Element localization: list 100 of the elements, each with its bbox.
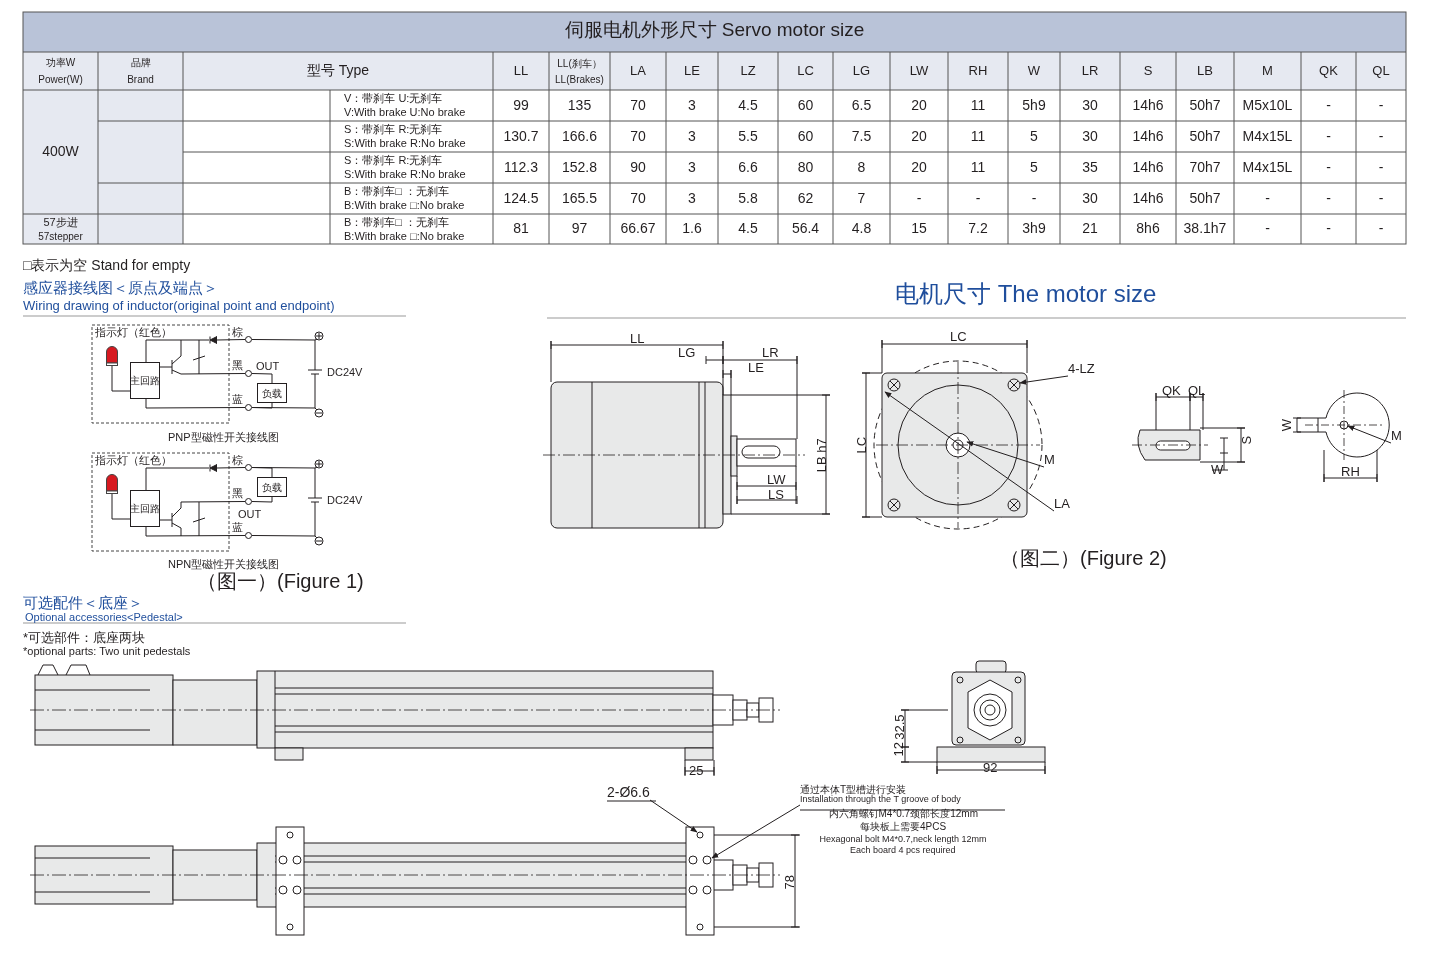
section-heading: 电机尺寸 The motor size bbox=[895, 281, 1157, 308]
note-text: Each board 4 pcs required bbox=[850, 846, 956, 856]
table-value: 7 bbox=[856, 188, 867, 208]
section-heading: Wiring drawing of inductor(original point and endpoint) bbox=[23, 299, 335, 314]
table-value: 11 bbox=[969, 126, 987, 146]
column-header: LA bbox=[629, 61, 647, 80]
table-value: 8h6 bbox=[1135, 219, 1161, 239]
table-value: - bbox=[1325, 95, 1332, 115]
table-value: 5.8 bbox=[737, 188, 759, 208]
circuit-block: 负载 bbox=[257, 383, 287, 403]
terminal-circle bbox=[245, 370, 252, 377]
terminal-circle bbox=[245, 532, 252, 539]
wiring-label: 蓝 bbox=[232, 393, 243, 406]
table-value: - bbox=[1377, 219, 1385, 239]
dimension-label: QL bbox=[1188, 384, 1206, 399]
callout-label: 4-LZ bbox=[1068, 362, 1095, 377]
table-value: 3 bbox=[687, 126, 697, 146]
dimension-label: LC bbox=[854, 436, 869, 454]
table-value: 50h7 bbox=[1188, 95, 1222, 115]
table-value: - bbox=[1377, 126, 1385, 146]
table-value: 30 bbox=[1081, 126, 1099, 146]
table-value: - bbox=[1325, 188, 1332, 208]
callout-label: LA bbox=[1054, 497, 1070, 512]
figure-caption: （图一）(Figure 1) bbox=[197, 570, 364, 592]
brake-note: B：带刹车□ ：无刹车 bbox=[344, 184, 450, 199]
column-header: LE bbox=[683, 61, 701, 80]
wire bbox=[111, 493, 131, 520]
table-value: 4.8 bbox=[850, 219, 873, 239]
diagram-caption: PNP型磁性开关接线图 bbox=[168, 431, 279, 444]
table-value: 165.5 bbox=[560, 188, 598, 208]
leader-line bbox=[711, 804, 801, 859]
table-value: 70 bbox=[629, 188, 647, 208]
column-header: 型号 Type bbox=[305, 61, 371, 81]
row-header: 57stepper bbox=[37, 229, 84, 243]
wiring-label: 指示灯（红色） bbox=[95, 326, 172, 339]
wiring-label: 棕 bbox=[232, 326, 243, 339]
table-value: - bbox=[1325, 126, 1332, 146]
column-header: LZ bbox=[739, 61, 757, 80]
wire bbox=[216, 339, 246, 341]
brake-note: S：带刹车 R:无刹车 bbox=[344, 122, 443, 137]
circuit-block: 主回路 bbox=[130, 490, 160, 527]
table-value: 70h7 bbox=[1188, 157, 1222, 177]
table-value: - bbox=[1377, 95, 1385, 115]
terminal-circle bbox=[245, 498, 252, 505]
dimension-label: 12 bbox=[892, 741, 907, 757]
dimension-label: W bbox=[1280, 419, 1295, 432]
table-value: 5 bbox=[1029, 157, 1039, 177]
table-value: 5 bbox=[1029, 126, 1039, 146]
table-value: - bbox=[1377, 188, 1385, 208]
table-value: 4.5 bbox=[737, 95, 759, 115]
table-value: 130.7 bbox=[502, 126, 540, 146]
figure-caption: （图二）(Figure 2) bbox=[1000, 547, 1167, 569]
wiring-label: 黑 bbox=[232, 359, 243, 372]
table-value: 70 bbox=[629, 95, 647, 115]
table-value: 80 bbox=[796, 157, 815, 177]
dimension-label: 92 bbox=[983, 761, 998, 776]
column-header: LB bbox=[1196, 61, 1214, 80]
table-value: - bbox=[974, 188, 982, 208]
column-header: LL bbox=[512, 61, 530, 80]
column-header: LG bbox=[851, 61, 872, 80]
table-value: 90 bbox=[629, 157, 647, 177]
dimension-label: 2-Ø6.6 bbox=[607, 785, 650, 801]
column-header: Power(W) bbox=[37, 73, 84, 87]
note-text: 内六角螺钉M4*0.7颈部长度12mm bbox=[828, 807, 978, 819]
wire bbox=[251, 373, 273, 384]
table-value: 15 bbox=[910, 219, 928, 239]
table-value: 38.1h7 bbox=[1182, 219, 1228, 239]
callout-label: M bbox=[1044, 453, 1055, 468]
brake-note: V：带刹车 U:无刹车 bbox=[344, 91, 443, 106]
table-value: 11 bbox=[969, 95, 987, 115]
circuit-block: 负载 bbox=[257, 477, 287, 497]
brake-note: B:With brake □:No brake bbox=[344, 198, 465, 213]
column-header: S bbox=[1142, 61, 1154, 80]
section-heading: 可选配件＜底座＞ bbox=[23, 595, 143, 612]
table-value: 56.4 bbox=[790, 219, 821, 239]
dimension-label: LC bbox=[950, 330, 967, 345]
leader-line bbox=[1347, 425, 1392, 444]
note-text: 每块板上需要4PCS bbox=[860, 820, 947, 832]
wiring-label: DC24V bbox=[327, 366, 363, 379]
table-value: - bbox=[1377, 157, 1385, 177]
table-value: 11 bbox=[969, 157, 987, 177]
brake-note: B:With brake □:No brake bbox=[344, 229, 465, 244]
dimension-label: QK bbox=[1162, 384, 1181, 399]
shaft-end-drawing bbox=[1304, 389, 1390, 461]
column-header: Brand bbox=[126, 73, 155, 87]
table-value: - bbox=[1264, 188, 1271, 208]
dimension-label: LE bbox=[748, 361, 764, 376]
note-text: Hexagonal bolt M4*0.7,neck length 12mm bbox=[819, 835, 987, 845]
wire bbox=[145, 467, 210, 491]
table-value: 6.6 bbox=[737, 157, 759, 177]
column-header: LL(刹车） bbox=[556, 56, 603, 71]
table-value: 62 bbox=[796, 188, 815, 208]
terminal-circle bbox=[245, 336, 252, 343]
wire bbox=[111, 365, 131, 392]
table-value: 7.2 bbox=[967, 219, 989, 239]
table-value: - bbox=[1264, 219, 1271, 239]
leader-line bbox=[884, 391, 1055, 512]
note-text: *optional parts: Two unit pedestals bbox=[23, 645, 191, 658]
section-heading: Optional accessories<Pedestal> bbox=[25, 611, 183, 624]
row-header: 400W bbox=[41, 142, 80, 162]
